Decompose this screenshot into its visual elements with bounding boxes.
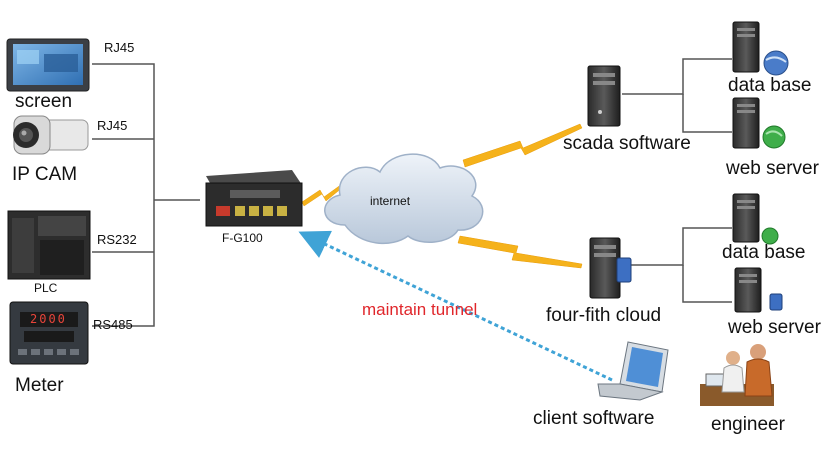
ipcam-device [13,115,89,155]
gateway-device [205,170,303,227]
scada-label: scada software [563,133,691,154]
database-globe-icon [763,50,789,76]
client-software-label: client software [533,408,655,429]
lightning-cloud-fourfith [457,235,583,269]
cloud-db-label: data base [722,242,806,263]
tunnel-label: maintain tunnel [362,300,478,319]
internet-cloud [324,153,484,245]
cloud-label: internet [370,194,411,208]
cloud-web-server [734,267,783,313]
fourfith-label: four-fith cloud [546,305,662,326]
server-connectors [622,58,732,303]
device-connectors [92,63,200,327]
web-globe-icon [762,125,786,149]
bus-line [92,63,155,327]
meter-readout: 2000 [30,312,67,326]
scada-db-line [622,58,732,95]
screen-port-label: RJ45 [104,40,135,55]
engineer-illustration [700,344,774,406]
screen-label: screen [15,91,73,112]
scada-web-line [682,94,732,133]
plc-label: PLC [34,281,58,295]
scada-db-label: data base [728,75,812,96]
cloud-web-label: web server [728,317,821,338]
scada-web-label: web server [726,158,819,179]
meter-label: Meter [15,375,64,396]
scada-server [587,65,621,127]
cloud-db-line [622,227,732,266]
cloud-db-server [732,193,779,245]
meter-port-label: RS485 [93,317,133,332]
ipcam-port-label: RJ45 [97,118,128,133]
plc-port-label: RS232 [97,232,137,247]
meter-device [9,301,89,365]
maintain-tunnel-arrow [298,230,613,382]
fourfith-cloud-server [589,237,632,299]
cloud-web-line [682,265,732,303]
plc-device [7,210,91,280]
gateway-label: F-G100 [222,231,263,245]
laptop-icon [597,341,669,401]
ipcam-label: IP CAM [12,164,78,185]
scada-db-server [732,21,760,73]
wireless-links [301,123,583,269]
screen-device [6,38,90,92]
scada-web-server [732,97,760,149]
lightning-cloud-scada [462,123,583,168]
engineer-label: engineer [711,414,785,435]
